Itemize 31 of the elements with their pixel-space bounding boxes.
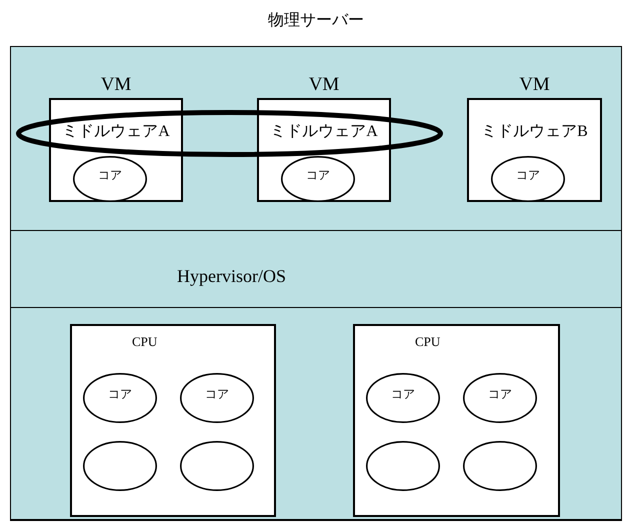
core-label: コア [487,388,513,402]
vm-label: VM [100,75,132,96]
core-ellipse [281,156,355,202]
cpu-box [353,324,560,517]
core-label: コア [204,388,230,402]
middleware-label: ミドルウェアA [269,123,379,141]
cpu-label: CPU [132,335,158,350]
core-ellipse [83,441,157,491]
core-ellipse [180,441,254,491]
vm-label: VM [518,75,551,96]
grouping-ellipse [16,110,443,157]
core-ellipse [83,373,157,423]
cpu-label: CPU [415,335,440,350]
core-ellipse [73,156,147,202]
vm-label: VM [308,75,340,96]
middleware-label: ミドルウェアB [480,123,589,141]
layer-label: Hypervisor/OS [177,267,286,287]
server-title: 物理サーバー [267,11,365,29]
core-label: コア [305,169,331,182]
core-label: コア [107,388,133,402]
core-ellipse [180,373,254,423]
core-label: コア [97,169,123,182]
core-ellipse [366,441,440,491]
core-ellipse [366,373,440,423]
core-label: コア [515,169,541,182]
middleware-label: ミドルウェアA [61,123,171,141]
core-ellipse [491,156,565,202]
core-ellipse [463,373,537,423]
core-ellipse [463,441,537,491]
core-label: コア [390,388,416,402]
cpu-box [70,324,276,517]
